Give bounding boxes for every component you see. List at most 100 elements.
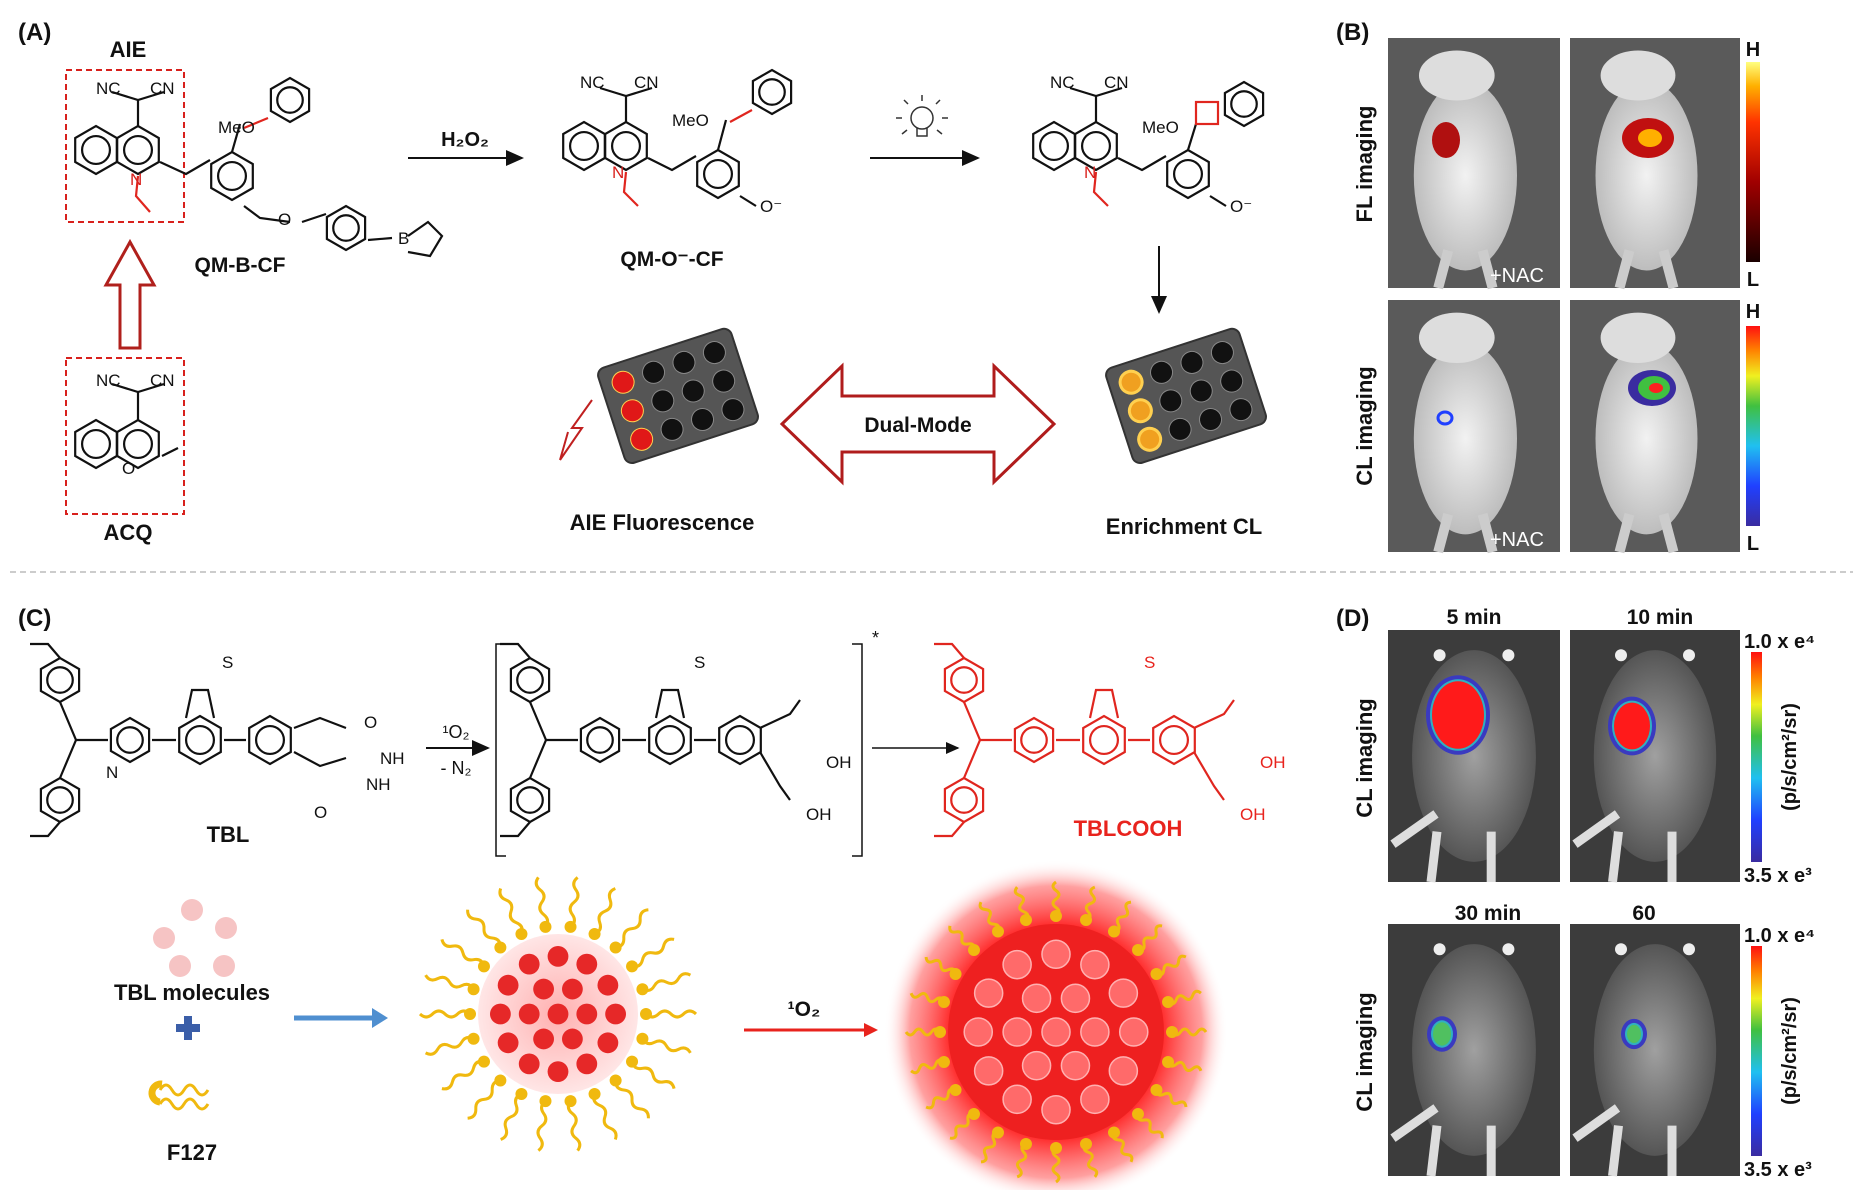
tbl-molecule [518, 1053, 540, 1075]
well [672, 350, 696, 374]
f127-head [949, 968, 962, 980]
bond [1193, 699, 1235, 729]
bond [30, 642, 61, 659]
f127-head [564, 1095, 577, 1108]
benzene-ring [178, 714, 222, 766]
f127-head [626, 1055, 639, 1068]
benzene-ring [116, 124, 160, 176]
f127-chain [593, 887, 616, 936]
aromatic-circle [586, 726, 614, 754]
f127-chain [644, 1009, 698, 1019]
scale-min-2: 3.5 x e³ [1744, 1159, 1812, 1181]
well [611, 370, 635, 394]
scale-max-1: 1.0 x e⁴ [1744, 631, 1815, 653]
time-label-5min: 5 min [1447, 606, 1502, 629]
f127-chain [910, 1058, 945, 1075]
panel-label-a: (A) [18, 19, 51, 46]
well-plate-fluorescence [597, 327, 759, 465]
fl-signal [1432, 122, 1460, 158]
bond [293, 751, 347, 768]
unit-label-2: (p/s/cm²/sr) [1779, 997, 1801, 1105]
f127-head [477, 1055, 490, 1068]
thiadiazole [184, 688, 216, 719]
tbl-molecule [1080, 1084, 1110, 1115]
f127-head [1080, 1138, 1093, 1151]
f127-chain [614, 1080, 650, 1119]
bond [500, 821, 531, 838]
f127-chain [441, 1059, 485, 1091]
excited-state-marker: * [872, 628, 879, 648]
plate-body [1105, 327, 1267, 465]
f127-chain [1051, 1146, 1061, 1184]
tbl-molecules-label: TBL molecules [114, 980, 270, 1005]
benzene-ring [604, 120, 648, 172]
aromatic-circle [758, 78, 786, 106]
well [660, 417, 684, 441]
atom-nc: NC [96, 79, 121, 98]
f127-head [992, 1126, 1004, 1139]
cl-colorbar-b [1746, 326, 1760, 526]
bond [161, 447, 179, 457]
f127-head [515, 927, 528, 940]
tbl-molecule [973, 978, 1004, 1008]
panel-a: AIE ACQ NC CN N MeO O B NC CN O NC CN Me… [65, 37, 1267, 545]
tbl-molecule [518, 953, 540, 975]
f127-chain [1015, 1142, 1028, 1179]
atom-cn-acq: CN [150, 371, 175, 390]
well [1189, 379, 1213, 403]
f127-head [609, 941, 622, 954]
cl-imaging-label-d2: CL imaging [1352, 992, 1377, 1111]
tbl-molecule [576, 1053, 598, 1075]
bond [716, 119, 728, 151]
plate-surface [1105, 327, 1267, 465]
f127-head [949, 1084, 962, 1096]
atom-oh-2: OH [806, 805, 832, 824]
mouse-body [1593, 650, 1717, 862]
scale-min-1: 3.5 x e³ [1744, 865, 1812, 887]
f127-chain [498, 887, 524, 935]
f127-head [1132, 943, 1145, 956]
mouse-image-30min [1388, 924, 1560, 1177]
chemical-structures-c [30, 642, 1235, 838]
atom-o: O [278, 210, 291, 229]
f127-head [494, 941, 507, 954]
f127-head [539, 920, 552, 933]
well [651, 389, 675, 413]
tbl-molecule [1021, 983, 1052, 1014]
f127-head [934, 1026, 946, 1038]
bond [1117, 155, 1167, 172]
plate-surface [597, 327, 759, 465]
well [721, 398, 745, 422]
well [620, 399, 644, 423]
lightbulb-icon [896, 95, 948, 137]
nitrogen-byproduct: - N₂ [441, 758, 472, 778]
f127-head [464, 1008, 476, 1020]
f127-head [636, 1032, 649, 1045]
mouse-head [1418, 312, 1495, 363]
mouse-body [1413, 342, 1517, 535]
oxidation-reagent: ¹O₂ [788, 998, 821, 1021]
bond [528, 701, 548, 779]
tbl-molecule [1108, 978, 1139, 1008]
fluorescence-label: AIE Fluorescence [570, 510, 755, 535]
tbl-molecule [576, 953, 598, 975]
tbl-molecule [1080, 1017, 1110, 1047]
f127-polymer-icon [158, 1083, 210, 1111]
scale-max-2: 1.0 x e⁴ [1744, 925, 1815, 947]
mouse-eye [1615, 943, 1627, 956]
bond [243, 205, 291, 224]
f127-head [588, 1088, 601, 1101]
intermediate-name: QM-O⁻-CF [620, 248, 723, 271]
benzene-ring [116, 418, 160, 470]
f127-chain [615, 908, 649, 949]
atom-nh-2: NH [366, 775, 391, 794]
mouse-eye [1615, 649, 1627, 662]
well-plate-cl [1105, 327, 1267, 465]
f127-chain [925, 1087, 957, 1110]
atom-nc-acq: NC [96, 371, 121, 390]
mouse-image-10min [1570, 630, 1740, 883]
aromatic-circle [46, 786, 74, 814]
f127-head [494, 1074, 507, 1087]
aromatic-circle [610, 130, 642, 162]
bond [647, 155, 697, 172]
